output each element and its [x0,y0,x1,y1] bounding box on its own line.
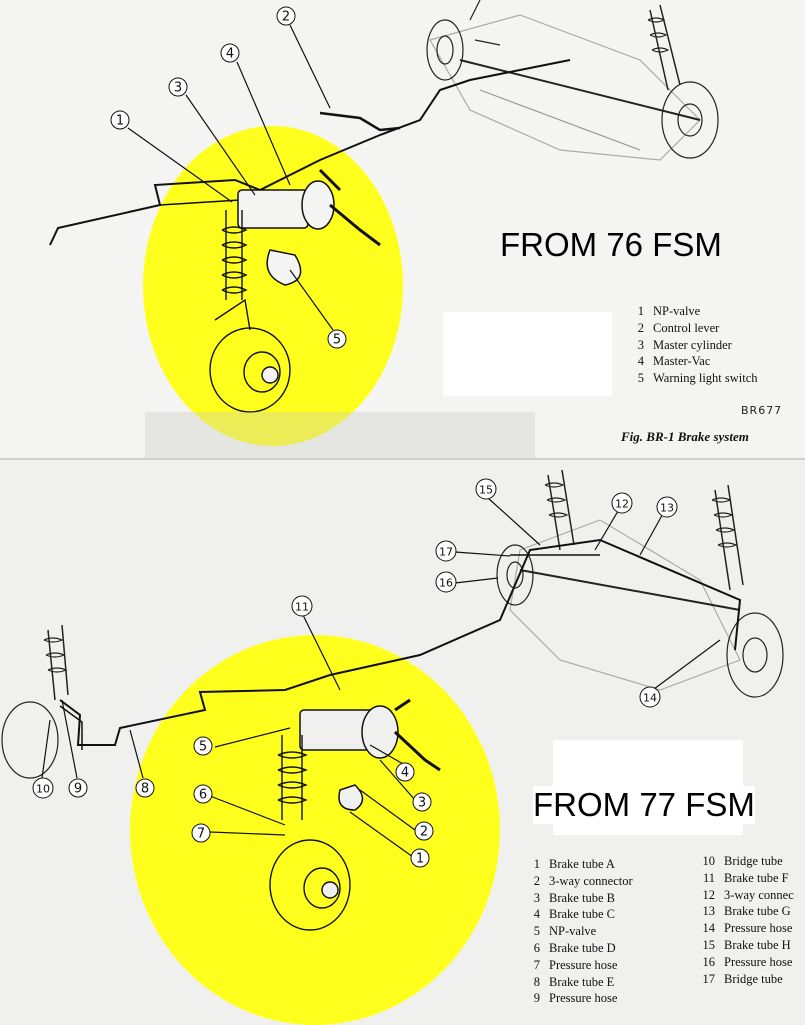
bottom-panel-77-fsm: 1 2 3 4 5 6 7 8 9 10 11 12 13 14 15 16 1… [0,460,805,1025]
bottom-front-strut-drawing [269,735,351,931]
svg-text:9: 9 [74,782,82,797]
top-leader-lines [127,24,334,331]
svg-text:13: 13 [660,502,674,515]
svg-text:5: 5 [199,740,207,755]
svg-text:6: 6 [199,788,207,803]
svg-text:5: 5 [333,333,341,348]
callout-9: 9 [68,778,88,798]
top-white-patch [443,312,612,396]
callout-4: 4 [395,762,415,782]
svg-text:8: 8 [141,782,149,797]
svg-text:17: 17 [439,546,453,559]
callout-13: 13 [656,496,678,518]
callout-12: 12 [611,492,633,514]
top-brake-diagram: 1 2 3 4 5 [49,0,719,446]
callout-4: 4 [220,43,240,63]
top-heading: FROM 76 FSM [500,226,722,263]
svg-text:3: 3 [418,796,426,811]
bottom-rear-axle-drawing [1,469,784,779]
bottom-callouts: 1 2 3 4 5 6 7 8 9 10 11 12 13 14 15 16 1… [32,478,678,868]
top-master-cylinder-drawing [237,168,381,286]
callout-1: 1 [110,110,130,130]
svg-text:2: 2 [420,825,428,840]
top-callouts: 1 2 3 4 5 [110,6,347,349]
callout-1: 1 [410,848,430,868]
callout-3: 3 [168,77,188,97]
bottom-highlight-circle [130,635,500,1025]
callout-16: 16 [435,571,457,593]
bottom-heading: FROM 77 FSM [533,786,755,824]
svg-text:11: 11 [295,601,309,614]
svg-text:12: 12 [615,498,629,511]
bottom-leader-lines [41,497,721,858]
svg-text:7: 7 [197,827,205,842]
callout-15: 15 [475,478,497,500]
svg-text:15: 15 [479,484,493,497]
svg-text:1: 1 [116,114,124,129]
svg-text:2: 2 [282,10,290,25]
callout-8: 8 [135,778,155,798]
callout-2: 2 [276,6,296,26]
top-front-strut-drawing [209,210,291,413]
callout-17: 17 [435,540,457,562]
callout-11: 11 [291,595,313,617]
callout-5: 5 [193,736,213,756]
figure-caption: Fig. BR-1 Brake system [621,429,749,444]
callout-5: 5 [327,329,347,349]
svg-text:10: 10 [36,783,50,796]
panel-divider [0,458,805,460]
top-rear-axle-drawing [426,0,719,161]
svg-text:4: 4 [401,766,409,781]
callout-14: 14 [639,686,661,708]
svg-text:1: 1 [416,852,424,867]
callout-10: 10 [32,777,54,799]
bottom-brake-diagram: 1 2 3 4 5 6 7 8 9 10 11 12 13 14 15 16 1… [1,469,784,1025]
top-brake-tubes [49,59,571,246]
bottom-brake-tubes [59,538,742,750]
svg-text:14: 14 [643,692,657,705]
callout-6: 6 [193,784,213,804]
top-highlight-circle [143,126,403,446]
svg-text:4: 4 [226,47,234,62]
figure-code: BR677 [741,404,783,417]
callout-7: 7 [191,823,211,843]
svg-text:16: 16 [439,577,453,590]
svg-text:3: 3 [174,81,182,96]
callout-2: 2 [414,821,434,841]
callout-3: 3 [412,792,432,812]
